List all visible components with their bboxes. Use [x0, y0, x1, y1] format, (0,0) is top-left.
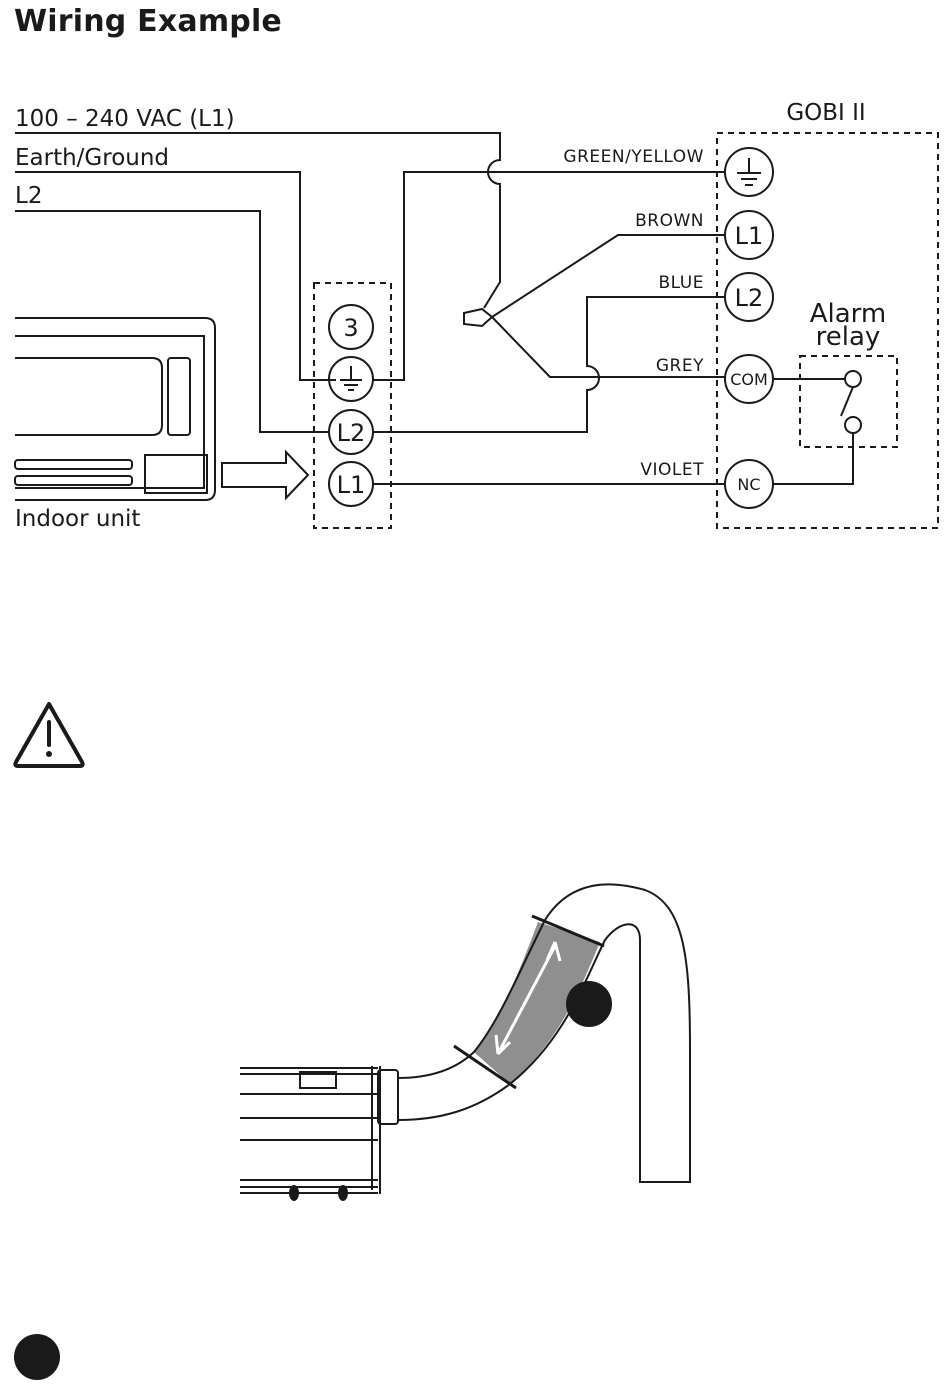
indoor-unit — [15, 318, 308, 500]
svg-text:NC: NC — [737, 475, 760, 494]
relay-label-line2: relay — [816, 322, 881, 352]
indoor-unit-label: Indoor unit — [15, 506, 140, 532]
alarm-relay-contacts — [773, 371, 861, 484]
black-dot-marker-icon — [14, 1334, 60, 1380]
svg-text:3: 3 — [343, 314, 358, 342]
warning-icon — [15, 704, 82, 766]
green-yellow-label: GREEN/YELLOW — [563, 147, 704, 167]
indoor-terminal-l1: L1 — [329, 462, 373, 506]
indoor-terminal-3: 3 — [329, 305, 373, 349]
supply-l2-label: L2 — [15, 183, 42, 209]
ground-symbol-icon — [340, 366, 362, 390]
device-terminal-l2: L2 — [725, 273, 773, 321]
drain-hose-illustration — [240, 884, 690, 1201]
supply-earth-label: Earth/Ground — [15, 145, 169, 171]
supply-l1-label: 100 – 240 VAC (L1) — [15, 106, 235, 132]
device-terminal-l1: L1 — [725, 211, 773, 259]
violet-label: VIOLET — [640, 460, 704, 480]
ground-symbol-icon — [737, 158, 761, 185]
brown-label: BROWN — [635, 211, 704, 231]
svg-text:L2: L2 — [337, 419, 366, 447]
device-terminal-ground — [725, 148, 773, 196]
svg-text:L2: L2 — [735, 284, 764, 312]
grey-label: GREY — [656, 356, 704, 376]
blue-label: BLUE — [659, 273, 704, 293]
supply-earth-wire — [15, 172, 336, 380]
device-name-label: GOBI II — [786, 100, 865, 126]
svg-text:COM: COM — [730, 370, 768, 389]
device-terminal-nc: NC — [725, 460, 773, 508]
svg-text:L1: L1 — [337, 471, 366, 499]
supply-l2-wire — [15, 211, 330, 432]
wire-connector — [464, 309, 492, 326]
device-terminal-com: COM — [725, 355, 773, 403]
indoor-terminal-l2: L2 — [329, 410, 373, 454]
black-dot-marker-icon — [566, 981, 612, 1027]
svg-text:L1: L1 — [735, 222, 764, 250]
alarm-relay-box — [800, 356, 897, 447]
